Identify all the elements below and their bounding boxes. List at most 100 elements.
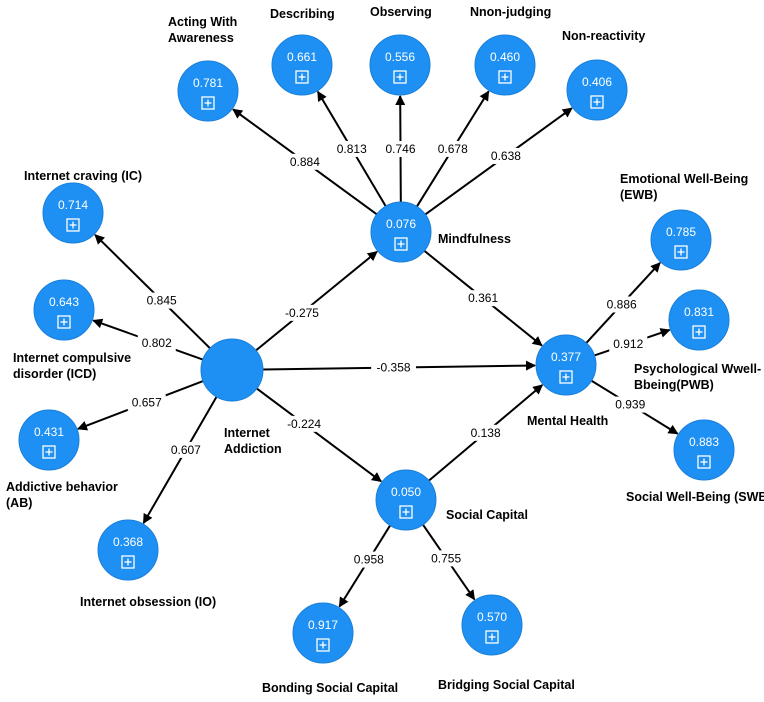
edge-sc-bsc: 0.958 bbox=[338, 524, 391, 608]
edge-coefficient-bg bbox=[279, 304, 325, 321]
construct-circle[interactable] bbox=[566, 59, 628, 121]
edge-coefficient: 0.607 bbox=[171, 443, 201, 457]
r-squared-value: 0.076 bbox=[386, 217, 416, 231]
node-icd[interactable]: 0.643 bbox=[33, 279, 95, 341]
construct-circle[interactable] bbox=[535, 334, 597, 396]
expand-icon[interactable] bbox=[295, 70, 309, 84]
edge-coefficient: 0.958 bbox=[354, 553, 384, 567]
node-ic[interactable]: 0.714 bbox=[42, 182, 104, 244]
node-label-nonj: Nnon-judging bbox=[470, 5, 551, 19]
expand-icon[interactable] bbox=[559, 370, 573, 384]
edge-coefficient-bg bbox=[281, 415, 327, 432]
r-squared-value: 0.377 bbox=[551, 350, 581, 364]
node-label-obs: Observing bbox=[370, 5, 432, 19]
construct-label: Mindfulness bbox=[438, 232, 511, 246]
node-awa[interactable]: 0.781 bbox=[177, 60, 239, 122]
expand-icon[interactable] bbox=[674, 245, 688, 259]
node-mind[interactable]: 0.076 bbox=[370, 201, 432, 263]
edge-mind-awa: 0.884 bbox=[232, 108, 378, 216]
edge-coefficient: 0.638 bbox=[491, 149, 521, 163]
node-io[interactable]: 0.368 bbox=[97, 519, 159, 581]
node-label-desc: Describing bbox=[270, 7, 335, 21]
node-ab[interactable]: 0.431 bbox=[18, 409, 80, 471]
r-squared-value: 0.661 bbox=[287, 50, 317, 64]
expand-icon[interactable] bbox=[42, 445, 56, 459]
node-label-io: Internet obsession (IO) bbox=[80, 595, 216, 609]
construct-label: disorder (ICD) bbox=[13, 367, 96, 381]
node-pwb[interactable]: 0.831 bbox=[668, 289, 730, 351]
node-bsc[interactable]: 0.917 bbox=[292, 602, 354, 664]
construct-circle[interactable] bbox=[650, 209, 712, 271]
edge-coefficient-bg bbox=[137, 335, 176, 352]
node-brsc[interactable]: 0.570 bbox=[461, 594, 523, 656]
construct-circle[interactable] bbox=[369, 34, 431, 96]
expand-icon[interactable] bbox=[121, 555, 135, 569]
construct-circle[interactable] bbox=[18, 409, 80, 471]
edge-coefficient: 0.939 bbox=[615, 398, 645, 412]
edge-coefficient-bg bbox=[166, 441, 205, 458]
node-ia[interactable] bbox=[200, 338, 264, 402]
expand-icon[interactable] bbox=[692, 325, 706, 339]
construct-circle[interactable] bbox=[668, 289, 730, 351]
expand-icon[interactable] bbox=[394, 237, 408, 251]
node-desc[interactable]: 0.661 bbox=[271, 34, 333, 96]
r-squared-value: 0.643 bbox=[49, 295, 79, 309]
node-ewb[interactable]: 0.785 bbox=[650, 209, 712, 271]
node-nonj[interactable]: 0.460 bbox=[474, 34, 536, 96]
expand-icon[interactable] bbox=[316, 638, 330, 652]
node-sc[interactable]: 0.050 bbox=[375, 469, 437, 531]
construct-circle[interactable] bbox=[673, 419, 735, 481]
edge-sc-brsc: 0.755 bbox=[422, 524, 476, 601]
r-squared-value: 0.556 bbox=[385, 50, 415, 64]
construct-circle[interactable] bbox=[33, 279, 95, 341]
edge-mh-pwb: 0.912 bbox=[594, 328, 671, 357]
edge-coefficient-bg bbox=[602, 296, 641, 313]
node-label-ic: Internet craving (IC) bbox=[24, 169, 142, 183]
edge-coefficient-bg bbox=[381, 140, 420, 157]
expand-icon[interactable] bbox=[393, 70, 407, 84]
edge-coefficient: 0.802 bbox=[142, 336, 172, 350]
expand-icon[interactable] bbox=[590, 95, 604, 109]
node-mh[interactable]: 0.377 bbox=[535, 334, 597, 396]
edge-ia-io: 0.607 bbox=[142, 396, 218, 525]
r-squared-value: 0.917 bbox=[308, 618, 338, 632]
edge-arrow bbox=[256, 387, 382, 483]
edge-coefficient-bg bbox=[371, 359, 416, 376]
construct-label: Internet bbox=[224, 426, 271, 440]
node-nonr[interactable]: 0.406 bbox=[566, 59, 628, 121]
r-squared-value: 0.570 bbox=[477, 610, 507, 624]
expand-icon[interactable] bbox=[66, 218, 80, 232]
edge-coefficient-bg bbox=[427, 550, 466, 567]
expand-icon[interactable] bbox=[399, 505, 413, 519]
node-obs[interactable]: 0.556 bbox=[369, 34, 431, 96]
node-label-pwb: Psychological Wwell-Bbeing(PWB) bbox=[634, 362, 761, 392]
expand-icon[interactable] bbox=[697, 455, 711, 469]
construct-circle[interactable] bbox=[177, 60, 239, 122]
construct-circle[interactable] bbox=[271, 34, 333, 96]
nodes: 0.781 0.661 0.556 0.460 0.406 0.714 0.643 0.431… bbox=[18, 34, 735, 664]
construct-label: Bridging Social Capital bbox=[438, 678, 575, 692]
construct-circle[interactable] bbox=[375, 469, 437, 531]
construct-label: Non-reactivity bbox=[562, 29, 645, 43]
construct-circle[interactable] bbox=[97, 519, 159, 581]
edge-coefficient: 0.813 bbox=[337, 142, 367, 156]
edge-arrow bbox=[94, 234, 211, 349]
construct-circle[interactable] bbox=[461, 594, 523, 656]
edge-mh-ewb: 0.886 bbox=[585, 262, 661, 344]
expand-icon[interactable] bbox=[57, 315, 71, 329]
construct-circle[interactable] bbox=[474, 34, 536, 96]
edge-mh-swb: 0.939 bbox=[591, 379, 679, 435]
construct-circle[interactable] bbox=[42, 182, 104, 244]
construct-label: Internet craving (IC) bbox=[24, 169, 142, 183]
construct-circle[interactable] bbox=[292, 602, 354, 664]
construct-circle[interactable] bbox=[200, 338, 264, 402]
expand-icon[interactable] bbox=[485, 630, 499, 644]
construct-label: Acting With bbox=[168, 15, 237, 29]
expand-icon[interactable] bbox=[201, 96, 215, 110]
construct-label: Social Well-Being (SWB) bbox=[626, 490, 764, 504]
expand-icon[interactable] bbox=[498, 70, 512, 84]
construct-circle[interactable] bbox=[370, 201, 432, 263]
node-swb[interactable]: 0.883 bbox=[673, 419, 735, 481]
